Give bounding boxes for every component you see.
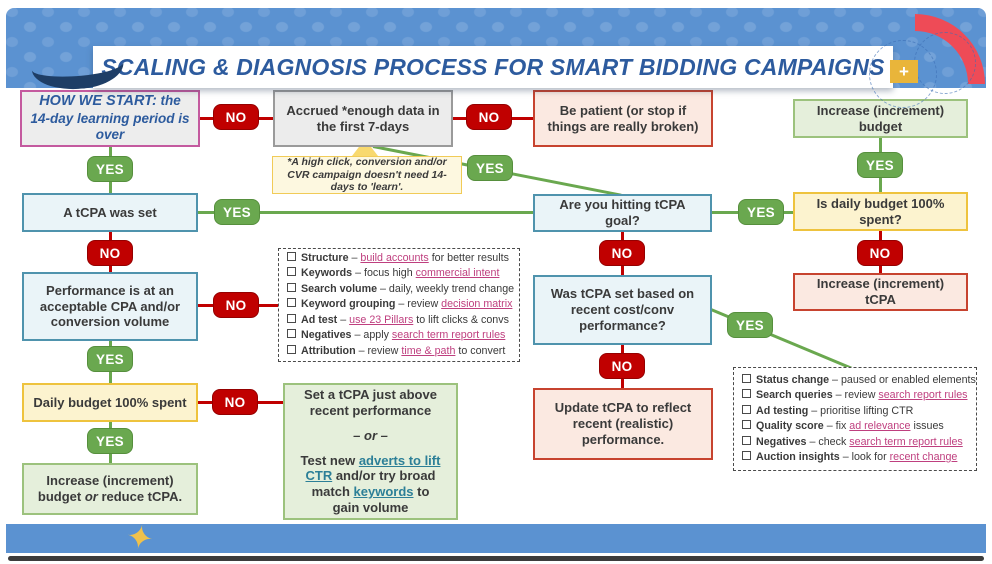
badge-no-tcpaset: NO [87,240,133,266]
box-increase-budget: Increase (increment) budget [793,99,968,138]
badge-no-start: NO [213,104,259,130]
box-daily-budget-question: Is daily budget 100% spent? [793,192,968,231]
plus-icon: + [890,60,918,83]
set-tcpa-line1: Set a tCPA just above recent performance [304,387,437,418]
badge-no-daily: NO [212,389,258,415]
footer-bar [6,524,986,553]
box-learning-note: *A high click, conversion and/or CVR cam… [272,156,462,194]
badge-yes-hitting-note: YES [467,155,513,181]
checkbox-icon [287,251,296,261]
box-increase-tcpa: Increase (increment) tCPA [793,273,968,311]
box-was-tcpa-recent: Was tCPA set based on recent cost/conv p… [533,275,712,345]
checkbox-icon [287,329,296,339]
set-tcpa-line3: Test new adverts to lift CTR and/or try … [300,452,441,516]
box-increase-or-reduce: Increase (increment) budget or reduce tC… [22,463,198,515]
checklist-link[interactable]: search term report rules [849,435,963,448]
checkbox-icon [742,389,751,398]
checklist-item: Attribution – review time & path to conv… [287,344,505,360]
checklist-link[interactable]: decision matrix [441,298,513,311]
checklist-item: Search volume – daily, weekly trend chan… [287,282,514,298]
title-bar: SCALING & DIAGNOSIS PROCESS FOR SMART BI… [93,46,893,88]
adverts-link[interactable]: adverts to lift CTR [305,452,441,484]
checklist-item: Negatives – check search term report rul… [742,435,963,451]
badge-yes-tcpaset: YES [214,199,260,225]
badge-no-isdaily: NO [857,240,903,266]
box-performance: Performance is at an acceptable CPA and/… [22,272,198,341]
checklist-item: Search queries – review search report ru… [742,388,968,404]
footer-edge [8,556,984,561]
checklist-link[interactable]: search term report rules [391,329,506,342]
badge-no-wastcpa: NO [599,353,645,379]
checkbox-icon [287,313,296,323]
checklist-item: Keyword grouping – review decision matri… [287,297,512,313]
checkbox-icon [287,344,296,354]
how-we-start-rest: the 14-day learning period is over [30,93,190,143]
checkbox-icon [742,451,751,460]
checkbox-icon [287,298,296,308]
box-how-we-start: HOW WE START: the 14-day learning period… [20,90,200,147]
checklist-link[interactable]: use 23 Pillars [349,313,414,326]
checklist-item: Keywords – focus high commercial intent [287,266,499,282]
checkbox-icon [742,435,751,445]
checklist-link[interactable]: recent change [889,451,958,463]
box-accrued-data: Accrued *enough data in the first 7-days [273,90,453,147]
checkbox-icon [742,420,751,429]
checklist-item: Auction insights – look for recent chang… [742,450,957,466]
checkbox-icon [742,373,751,383]
badge-no-accrued: NO [466,104,512,130]
page-title: SCALING & DIAGNOSIS PROCESS FOR SMART BI… [101,53,885,80]
box-hitting-goal: Are you hitting tCPA goal? [533,194,712,232]
checklist-link[interactable]: time & path [401,344,456,357]
checkbox-icon [742,404,751,414]
how-we-start-lead: HOW WE START: [39,93,157,110]
box-daily-budget-spent: Daily budget 100% spent [22,383,198,422]
checklist-item: Ad testing – prioritise lifting CTR [742,404,913,420]
badge-yes-wastcpa: YES [727,312,773,338]
set-tcpa-or: – or – [353,427,388,443]
badge-yes-start: YES [87,156,133,182]
badge-yes-hitting: YES [738,199,784,225]
checklist-item: Structure – build accounts for better re… [287,251,509,267]
badge-yes-performance: YES [87,346,133,372]
checklist-insights: Status change – paused or enabled elemen… [733,367,977,471]
checklist-link[interactable]: build accounts [360,251,429,264]
dashed-circle-decoration [914,32,976,94]
checklist-item: Quality score – fix ad relevance issues [742,419,944,435]
badge-yes-daily: YES [87,428,133,454]
box-set-tcpa: Set a tCPA just above recent performance… [283,383,458,520]
checklist-diagnosis: Structure – build accounts for better re… [278,248,520,362]
checklist-item: Negatives – apply search term report rul… [287,328,505,344]
badge-yes-isdaily: YES [857,152,903,178]
checklist-link[interactable]: commercial intent [415,267,500,280]
checklist-link[interactable]: ad relevance [849,420,911,432]
box-update-tcpa: Update tCPA to reflect recent (realistic… [533,388,713,460]
checklist-link[interactable]: search report rules [878,389,968,401]
connector-yes-tcpaset-hitting [197,211,534,214]
checkbox-icon [287,282,296,292]
checkbox-icon [287,267,296,277]
badge-no-hitting: NO [599,240,645,266]
checklist-item: Ad test – use 23 Pillars to lift clicks … [287,313,509,329]
badge-no-performance: NO [213,292,259,318]
checklist-item: Status change – paused or enabled elemen… [742,373,976,389]
keywords-link[interactable]: keywords [353,484,414,500]
box-tcpa-was-set: A tCPA was set [22,193,198,232]
box-be-patient: Be patient (or stop if things are really… [533,90,713,147]
